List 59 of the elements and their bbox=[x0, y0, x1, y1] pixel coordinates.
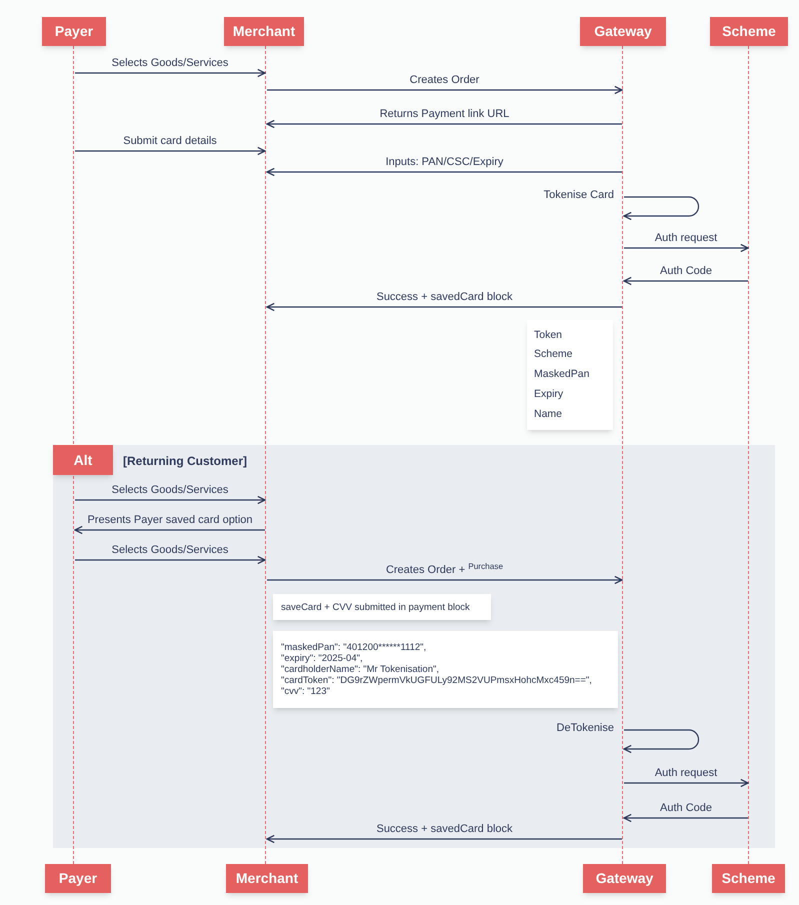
edge-label: Success + savedCard block bbox=[376, 823, 513, 836]
message-arrow bbox=[75, 556, 266, 564]
message-arrow bbox=[267, 576, 623, 584]
participant-box: Scheme bbox=[712, 864, 785, 893]
message-arrow bbox=[624, 244, 749, 252]
participant-box: Gateway bbox=[583, 864, 666, 893]
edge-label: Auth Code bbox=[660, 802, 712, 815]
message-arrow bbox=[75, 146, 266, 156]
participant-box: Merchant bbox=[224, 17, 304, 46]
edge-label: Selects Goods/Services bbox=[112, 544, 228, 557]
edge-label: Tokenise Card bbox=[544, 189, 614, 202]
note-box bbox=[527, 320, 613, 430]
message-arrow bbox=[266, 168, 622, 176]
message-arrow bbox=[75, 68, 266, 78]
participant-box: Scheme bbox=[710, 17, 788, 46]
edge-label: Success + savedCard block bbox=[376, 291, 513, 304]
participant-box: Payer bbox=[42, 17, 106, 46]
note-text: MaskedPan bbox=[534, 367, 590, 382]
edge-label: DeTokenise bbox=[556, 722, 614, 735]
message-arrow bbox=[266, 120, 622, 128]
message-arrow bbox=[623, 729, 700, 754]
edge-label: Auth request bbox=[654, 767, 718, 780]
note-text: saveCard + CVV submitted in payment block bbox=[281, 602, 471, 612]
message-arrow bbox=[266, 834, 622, 844]
note-text: "expiry": "2025-04", bbox=[281, 653, 364, 664]
edge-label: Auth Code bbox=[660, 265, 712, 278]
note-text: Expiry bbox=[534, 386, 564, 402]
guard-condition: [Returning Customer] bbox=[123, 453, 247, 470]
note-text: Scheme bbox=[534, 347, 574, 362]
message-arrow bbox=[623, 814, 748, 822]
edge-label: Returns Payment link URL bbox=[380, 108, 510, 121]
message-arrow bbox=[266, 302, 622, 312]
edge-label: Selects Goods/Services bbox=[112, 484, 228, 497]
message-arrow bbox=[75, 496, 266, 504]
edge-label: Selects Goods/Services bbox=[112, 57, 228, 70]
note-text: "cardToken": "DG9rZWpermVkUGFULy92MS2VUPmsxHohcMxc459n==", bbox=[281, 675, 593, 686]
note-text: Name bbox=[534, 406, 564, 422]
note-text: "cvv": "123" bbox=[281, 686, 331, 697]
edge-label: Presents Payer saved card option bbox=[87, 514, 253, 527]
edge-label: Creates Order + $^{Purchase}$ bbox=[386, 564, 504, 577]
note-text: "maskedPan": "401200******1112", bbox=[281, 642, 428, 653]
participant-box: Merchant bbox=[226, 864, 308, 893]
participant-box: Gateway bbox=[580, 17, 666, 46]
message-arrow bbox=[623, 276, 748, 286]
note-text: "cardholderName": "Mr Tokenisation", bbox=[281, 664, 440, 675]
note-box bbox=[273, 631, 618, 708]
message-arrow bbox=[267, 86, 623, 94]
edge-label: Submit card details bbox=[123, 135, 217, 148]
edge-label: Inputs: PAN/CSC/Expiry bbox=[386, 156, 504, 169]
note-text: Token bbox=[534, 328, 564, 343]
message-arrow bbox=[74, 526, 265, 534]
message-arrow bbox=[623, 196, 700, 220]
frame-tag: Alt bbox=[53, 445, 113, 475]
message-arrow bbox=[624, 778, 749, 788]
edge-label: Auth request bbox=[654, 232, 718, 245]
edge-label: Creates Order bbox=[410, 74, 480, 87]
alt-frame bbox=[53, 445, 775, 848]
note-box bbox=[273, 594, 491, 620]
participant-box: Payer bbox=[45, 864, 111, 893]
